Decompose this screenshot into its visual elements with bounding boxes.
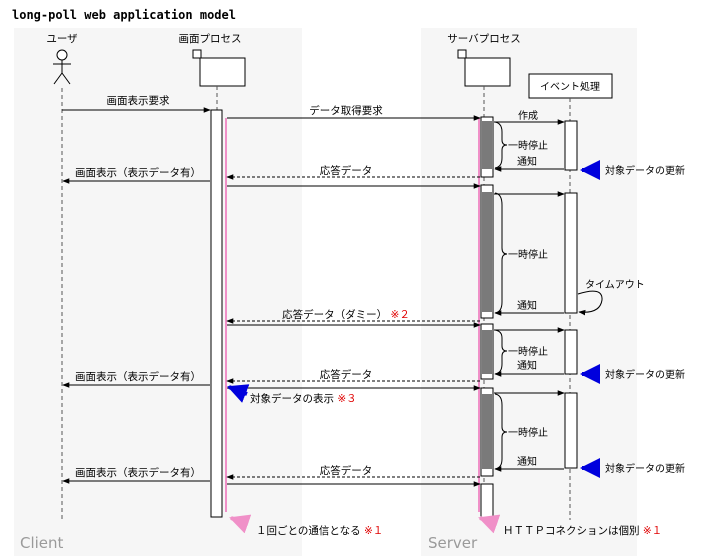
event-activation-4 bbox=[564, 392, 578, 469]
note-http-separate: ＨＴＴＰコネクションは個別 ※１ bbox=[503, 524, 662, 537]
label-response-1: 応答データ bbox=[320, 164, 373, 177]
pause-label-4: 一時停止 bbox=[508, 426, 548, 439]
pause-brace-1 bbox=[494, 121, 508, 169]
label-display-4: 画面表示（表示データ有） bbox=[75, 466, 201, 479]
label-create-1: 作成 bbox=[518, 110, 538, 122]
pause-label-1: 一時停止 bbox=[508, 139, 548, 152]
http-separate-arrow bbox=[478, 514, 501, 534]
lifeline-user-label: ユーザ bbox=[46, 33, 78, 45]
pause-label-3: 一時停止 bbox=[508, 345, 548, 358]
label-update-1: 対象データの更新 bbox=[605, 164, 685, 177]
server-activation-5 bbox=[480, 483, 494, 519]
label-response-3: 応答データ bbox=[320, 368, 373, 381]
display-arrow bbox=[227, 384, 250, 403]
label-timeout: タイムアウト bbox=[585, 279, 645, 291]
server-zone bbox=[421, 28, 637, 556]
event-process-box bbox=[528, 73, 613, 99]
user-actor-icon bbox=[53, 49, 71, 85]
server-zone-label: Server bbox=[428, 534, 478, 552]
pause-brace-4 bbox=[494, 393, 508, 470]
server-activation-3-paused bbox=[482, 330, 492, 374]
server-activation-1-paused bbox=[482, 121, 492, 169]
lifeline-screen-process-label: 画面プロセス bbox=[179, 33, 242, 45]
event-process-label: イベント処理 bbox=[540, 80, 600, 93]
event-activation-3 bbox=[564, 329, 578, 375]
client-zone-label: Client bbox=[20, 534, 64, 552]
server-process-object-icon bbox=[457, 49, 511, 87]
server-activation-2-paused bbox=[482, 192, 492, 312]
label-dummy-response: 応答データ（ダミー） ※２ bbox=[282, 308, 410, 321]
label-show-target: 対象データの表示 ※３ bbox=[250, 392, 357, 405]
label-update-2: 対象データの更新 bbox=[605, 368, 685, 381]
pause-brace-2 bbox=[494, 192, 508, 314]
label-notify-3: 通知 bbox=[517, 359, 537, 372]
label-notify-2: 通知 bbox=[517, 299, 537, 312]
label-notify-1: 通知 bbox=[517, 155, 537, 168]
label-update-3: 対象データの更新 bbox=[605, 462, 685, 475]
screen-process-object-icon bbox=[192, 49, 246, 87]
arrow-timeout-loop bbox=[577, 290, 603, 316]
event-activation-1 bbox=[564, 120, 578, 171]
label-display-3: 画面表示（表示データ有） bbox=[75, 370, 201, 383]
label-screen-request: 画面表示要求 bbox=[107, 94, 170, 107]
event-activation-2 bbox=[564, 192, 578, 314]
server-activation-4-paused bbox=[482, 394, 492, 469]
label-response-4: 応答データ bbox=[320, 464, 373, 477]
note-per-request: １回ごとの通信となる ※１ bbox=[256, 524, 383, 537]
per-request-arrow bbox=[229, 514, 252, 534]
lifeline-server-process-label: サーバプロセス bbox=[447, 33, 520, 45]
label-display-1: 画面表示（表示データ有） bbox=[75, 166, 201, 179]
screen-process-activation bbox=[210, 109, 223, 518]
pause-brace-3 bbox=[494, 329, 508, 375]
label-data-request: データ取得要求 bbox=[309, 104, 383, 117]
label-notify-4: 通知 bbox=[517, 455, 537, 468]
pause-label-2: 一時停止 bbox=[508, 248, 548, 261]
diagram-title: long-poll web application model bbox=[12, 8, 236, 22]
